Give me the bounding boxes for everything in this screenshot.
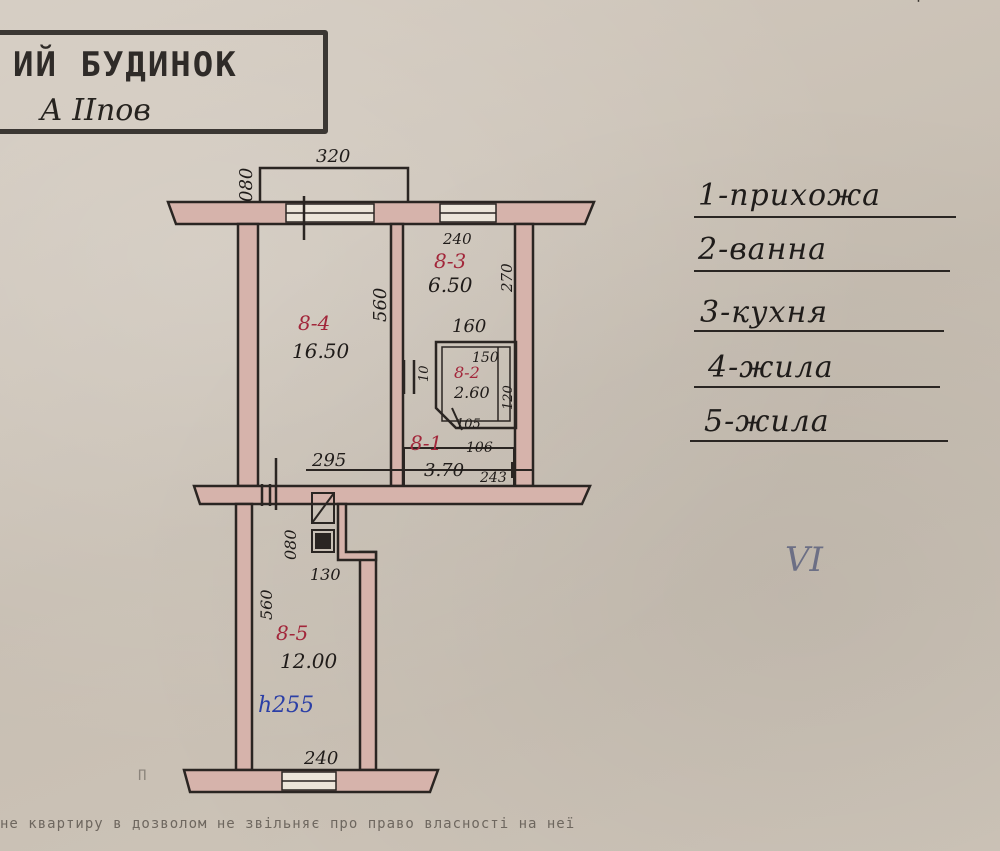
shaft-2-fill: [315, 533, 331, 549]
dim-hall-small: 106: [466, 440, 493, 456]
bathroom-inner: [441, 346, 511, 422]
room3-area: 6.50: [428, 273, 473, 297]
bathroom: [434, 340, 518, 430]
left-wall-lower: [234, 502, 254, 772]
top-wall: [166, 200, 596, 226]
dim-bath-small: 120: [501, 385, 516, 410]
dim-room5-bottom: 240: [303, 748, 338, 769]
room4-area: 16.50: [292, 339, 350, 363]
dim-room5-top: 080: [281, 529, 300, 560]
legend-item-3: 3-кухня: [700, 295, 829, 330]
pencil-mark: VI: [785, 540, 823, 580]
windows: [281, 203, 497, 791]
shafts: [311, 492, 335, 553]
room5-code: 8-5: [276, 621, 308, 645]
legend-line-1: [694, 216, 956, 218]
door-marks: [260, 196, 416, 510]
legend-item-2: 2-ванна: [698, 232, 827, 267]
dim-room4-depth: 560: [370, 288, 391, 322]
dim-hall-side: 243: [479, 470, 507, 486]
room1-code: 8-1: [410, 431, 442, 455]
legend-line-2: [694, 270, 950, 272]
dimension-lines: [306, 407, 534, 478]
room1-area: 3.70: [424, 460, 464, 481]
footer-note: не квартиру в дозволом не звільняє про п…: [0, 816, 576, 832]
dim-kitchen-width: 240: [442, 230, 472, 248]
legend-line-4: [694, 386, 940, 388]
shaft-1-diag: [311, 492, 335, 524]
legend-line-5: [690, 440, 948, 442]
dim-room5-nook: 130: [310, 565, 341, 584]
dim-kitchen-depth: 270: [498, 263, 516, 293]
legend-item-5: 5-жила: [704, 404, 830, 439]
dim-bath-width: 160: [452, 316, 486, 337]
room5-area: 12.00: [280, 649, 338, 673]
partition-wall: [389, 222, 405, 488]
right-wall: [513, 222, 535, 488]
legend-item-4: 4-жила: [708, 350, 834, 385]
room2-code: 8-2: [454, 363, 480, 382]
dim-hall-width: 295: [311, 450, 346, 471]
shaft-1: [311, 492, 335, 524]
faded-mark: П: [138, 768, 147, 784]
dim-bath-wc: 105: [456, 417, 481, 432]
dimension-texts: 320 080 240 270 560 160 150 120 105 10 2…: [236, 146, 516, 769]
middle-wall: [192, 484, 592, 506]
dim-room5-side: 560: [257, 589, 276, 620]
legend-line-3: [694, 330, 944, 332]
room5-height: h255: [258, 693, 314, 718]
dim-bath-inner: 150: [472, 350, 499, 366]
dim-top-bay: 320: [316, 146, 350, 167]
room-labels: 8-4 16.50 8-3 6.50 8-2 2.60 8-1 3.70 8-5…: [258, 249, 490, 718]
stamp: ИЙ БУДИНОК А IIпов: [0, 30, 328, 134]
room3-code: 8-3: [434, 249, 466, 273]
hall-box: [403, 447, 515, 487]
top-bay: [258, 166, 410, 202]
dim-door-gap: 10: [417, 365, 432, 382]
room5-right-wall: [358, 550, 378, 772]
room4-code: 8-4: [298, 311, 330, 335]
step-wall: [336, 502, 378, 562]
stamp-title: ИЙ БУДИНОК: [13, 45, 238, 85]
legend-item-1: 1-прихожа: [698, 178, 882, 213]
bath-diag: [451, 407, 463, 431]
top-mark: ': [916, 0, 921, 15]
left-wall-upper: [236, 222, 260, 488]
stamp-floor: А IIпов: [40, 93, 151, 128]
bathroom-outline: [434, 340, 518, 430]
room2-area: 2.60: [453, 383, 490, 402]
shaft-2: [311, 529, 335, 553]
dim-bay-depth: 080: [236, 168, 257, 202]
